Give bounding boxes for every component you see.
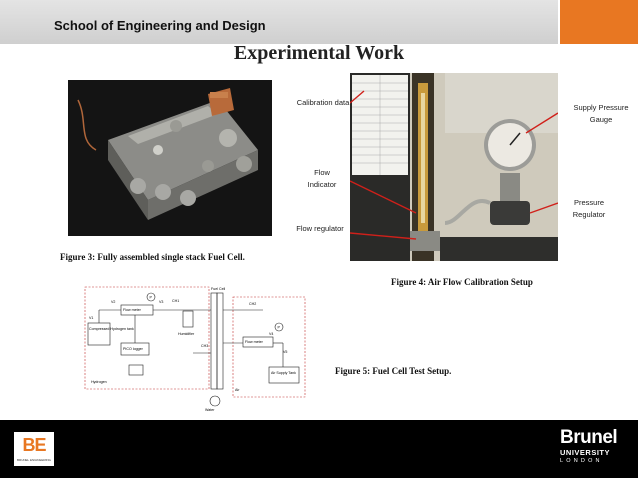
test-setup-schematic: Compressed Hydrogen tank Flow meter PICO… [84,286,306,412]
check-ch3-text: CH3 [201,344,208,348]
flow-meter-right-text: Flow meter [245,340,264,344]
figure-3-caption: Figure 3: Fully assembled single stack F… [60,252,245,262]
valve-v2-text: V2 [111,300,115,304]
school-name: School of Engineering and Design [54,18,266,33]
be-logo-subtext: BRUNEL ENGINEERING [17,458,51,462]
slide-title: Experimental Work [233,42,405,64]
valve-v3-text: V3 [159,300,163,304]
humidifier-text: Humidifier [178,332,195,336]
header-bar: School of Engineering and Design [0,0,558,44]
hydrogen-text: Hydrogen [91,380,107,384]
header-accent-block [560,0,638,44]
fuel-cell-illustration [68,80,272,236]
flow-regulator-label: Flow regulator [296,224,344,233]
fuel-cell-photo [68,80,272,236]
valve-v5-text: V5 [283,350,287,354]
valve-v4-text: V4 [269,332,273,336]
brunel-logo-university: UNIVERSITY [560,448,611,457]
pressure-regulator-label: Pressure Regulator [572,198,606,219]
fuel-cell-test-setup-diagram: Compressed Hydrogen tank Flow meter PICO… [83,283,308,414]
brunel-logo-name: Brunel [560,427,618,448]
figure-4-caption: Figure 4: Air Flow Calibration Setup [391,277,533,287]
water-text: Water [205,408,215,412]
check-ch2-text: CH2 [249,302,256,306]
be-logo-text: BE [22,435,46,455]
calibration-setup-illustration [350,73,558,261]
flow-meter-left-text: Flow meter [123,308,142,312]
figure-5-caption: Figure 5: Fuel Cell Test Setup. [335,366,452,376]
pressure-p-right: P [278,326,281,330]
air-text: Air [235,388,240,392]
brunel-logo-london: LONDON [560,458,603,464]
pico-logger-text: PICO logger [123,347,144,351]
brunel-engineering-logo: BE BRUNEL ENGINEERING [14,432,54,466]
footer-bar [0,420,638,478]
fuel-cell-text: Fuel Cell [211,287,225,291]
flow-indicator-label: Flow Indicator [307,168,337,189]
valve-v1-text: V1 [89,316,93,320]
check-ch1-text: CH1 [172,299,179,303]
air-flow-calibration-photo [350,73,558,261]
pressure-p-left: P [150,296,153,300]
brunel-university-logo: Brunel UNIVERSITY LONDON [560,428,624,468]
calibration-data-label: Calibration data [296,98,350,107]
air-supply-tank-text: Air Supply Tank [271,371,296,375]
supply-pressure-gauge-label: Supply Pressure Gauge [573,103,629,124]
compressed-hydrogen-tank-text: Compressed Hydrogen tank [89,327,134,331]
